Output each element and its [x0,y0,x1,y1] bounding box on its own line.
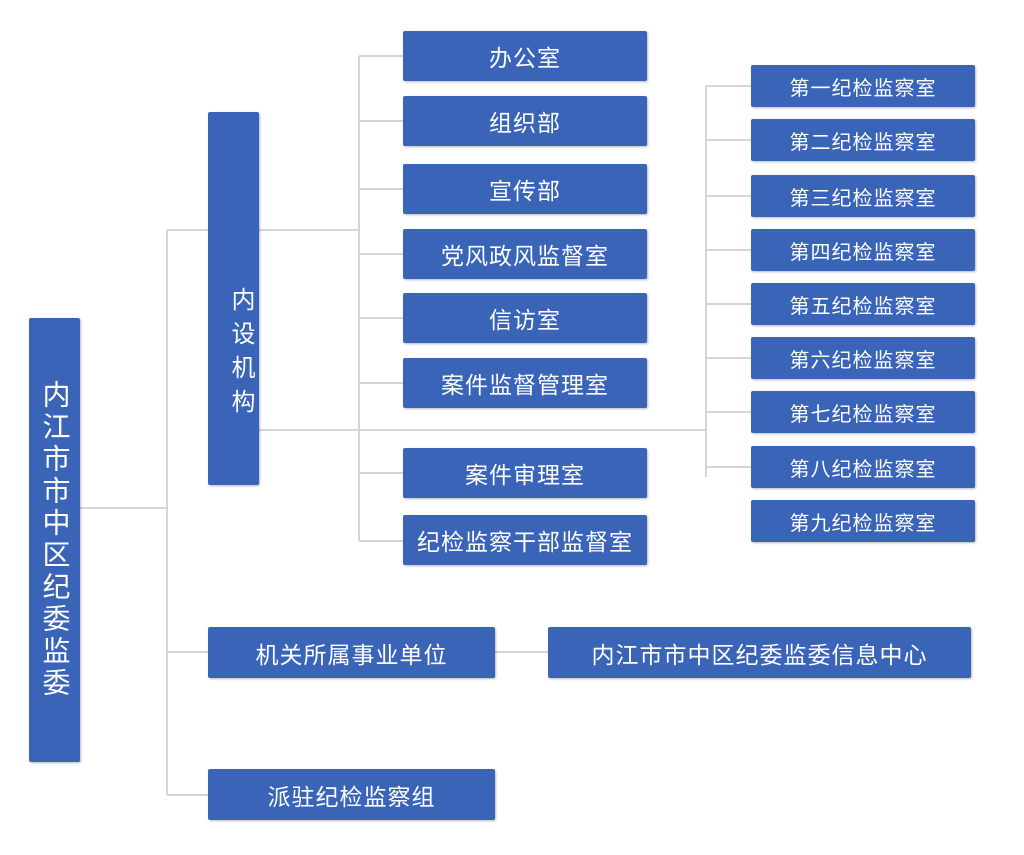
dept-label: 宣传部 [489,179,561,205]
dept-label: 纪检监察干部监督室 [417,530,633,556]
inspection-room-box: 第一纪检监察室 [751,65,975,107]
dept-label: 办公室 [489,46,561,72]
affiliated-institution-label: 机关所属事业单位 [255,642,448,669]
internal-institutions-label: 内设机构 [227,286,255,423]
root-org-box: 内江市市中区纪委监委 [29,318,80,762]
inspection-room-box: 第八纪检监察室 [751,446,975,488]
inspection-room-box: 第四纪检监察室 [751,229,975,271]
inspection-room-box: 第三纪检监察室 [751,175,975,217]
dept-box: 党风政风监督室 [403,229,647,279]
inspection-room-label: 第八纪检监察室 [789,456,937,481]
dept-label: 信访室 [489,308,561,334]
inspection-room-label: 第四纪检监察室 [789,239,937,264]
info-center-label: 内江市市中区纪委监委信息中心 [591,642,928,669]
inspection-room-label: 第五纪检监察室 [789,293,937,318]
info-center-box: 内江市市中区纪委监委信息中心 [548,627,971,678]
dept-box: 组织部 [403,96,647,146]
dept-box: 案件审理室 [403,448,647,498]
inspection-room-box: 第二纪检监察室 [751,119,975,161]
inspection-room-label: 第九纪检监察室 [789,510,937,535]
inspection-room-label: 第一纪检监察室 [789,75,937,100]
dept-box: 宣传部 [403,164,647,214]
dept-label: 组织部 [489,111,561,137]
inspection-room-label: 第三纪检监察室 [789,185,937,210]
dept-box: 纪检监察干部监督室 [403,515,647,565]
root-org-label: 内江市市中区纪委监委 [38,380,72,700]
affiliated-institution-box: 机关所属事业单位 [208,627,495,678]
dept-label: 党风政风监督室 [441,244,609,270]
stationed-group-box: 派驻纪检监察组 [208,769,495,820]
stationed-group-label: 派驻纪检监察组 [267,784,436,811]
inspection-room-box: 第五纪检监察室 [751,283,975,325]
inspection-room-label: 第六纪检监察室 [789,347,937,372]
dept-label: 案件审理室 [465,463,585,489]
dept-box: 信访室 [403,293,647,343]
dept-box: 办公室 [403,31,647,81]
inspection-room-box: 第九纪检监察室 [751,500,975,542]
inspection-room-label: 第二纪检监察室 [789,129,937,154]
dept-box: 案件监督管理室 [403,358,647,408]
inspection-room-label: 第七纪检监察室 [789,401,937,426]
internal-institutions-box: 内设机构 [208,112,259,485]
dept-label: 案件监督管理室 [441,373,609,399]
inspection-room-box: 第七纪检监察室 [751,391,975,433]
inspection-room-box: 第六纪检监察室 [751,337,975,379]
